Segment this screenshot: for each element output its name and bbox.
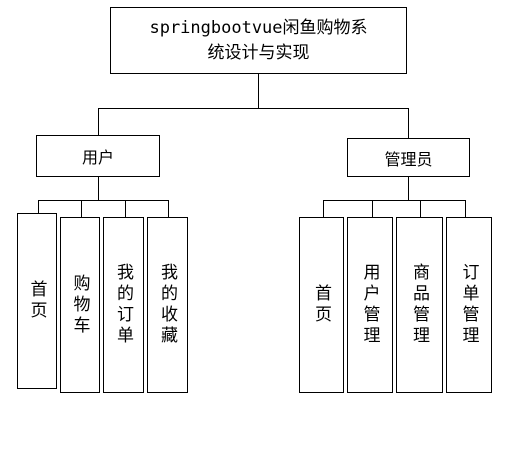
- user-child-orders: 我的订单: [103, 217, 144, 393]
- user-node: 用户: [36, 135, 160, 177]
- admin-child-product-mgmt-label: 商品管理: [409, 263, 429, 347]
- root-node: springbootvue闲鱼购物系 统设计与实现: [110, 7, 407, 74]
- user-child-favorites-label: 我的收藏: [157, 263, 177, 347]
- user-node-label: 用户: [81, 148, 114, 167]
- user-child-home-label: 首页: [26, 280, 47, 322]
- admin-child-home: 首页: [299, 217, 344, 393]
- admin-node-label: 管理员: [384, 149, 433, 169]
- user-child-cart-label: 购物车: [69, 273, 90, 337]
- admin-node: 管理员: [347, 138, 470, 177]
- admin-child-product-mgmt: 商品管理: [396, 217, 443, 393]
- admin-child-home-label: 首页: [311, 284, 331, 326]
- root-title-line1: springbootvue闲鱼购物系: [149, 17, 368, 38]
- admin-child-user-mgmt-label: 用户管理: [359, 263, 380, 347]
- user-child-favorites: 我的收藏: [147, 217, 188, 393]
- root-title-line2: 统设计与实现: [207, 42, 310, 63]
- user-child-orders-label: 我的订单: [113, 263, 133, 347]
- admin-child-order-mgmt-label: 订单管理: [458, 263, 479, 347]
- admin-child-user-mgmt: 用户管理: [347, 217, 393, 393]
- user-child-home: 首页: [17, 213, 57, 389]
- user-child-cart: 购物车: [60, 217, 100, 393]
- admin-child-order-mgmt: 订单管理: [446, 217, 492, 393]
